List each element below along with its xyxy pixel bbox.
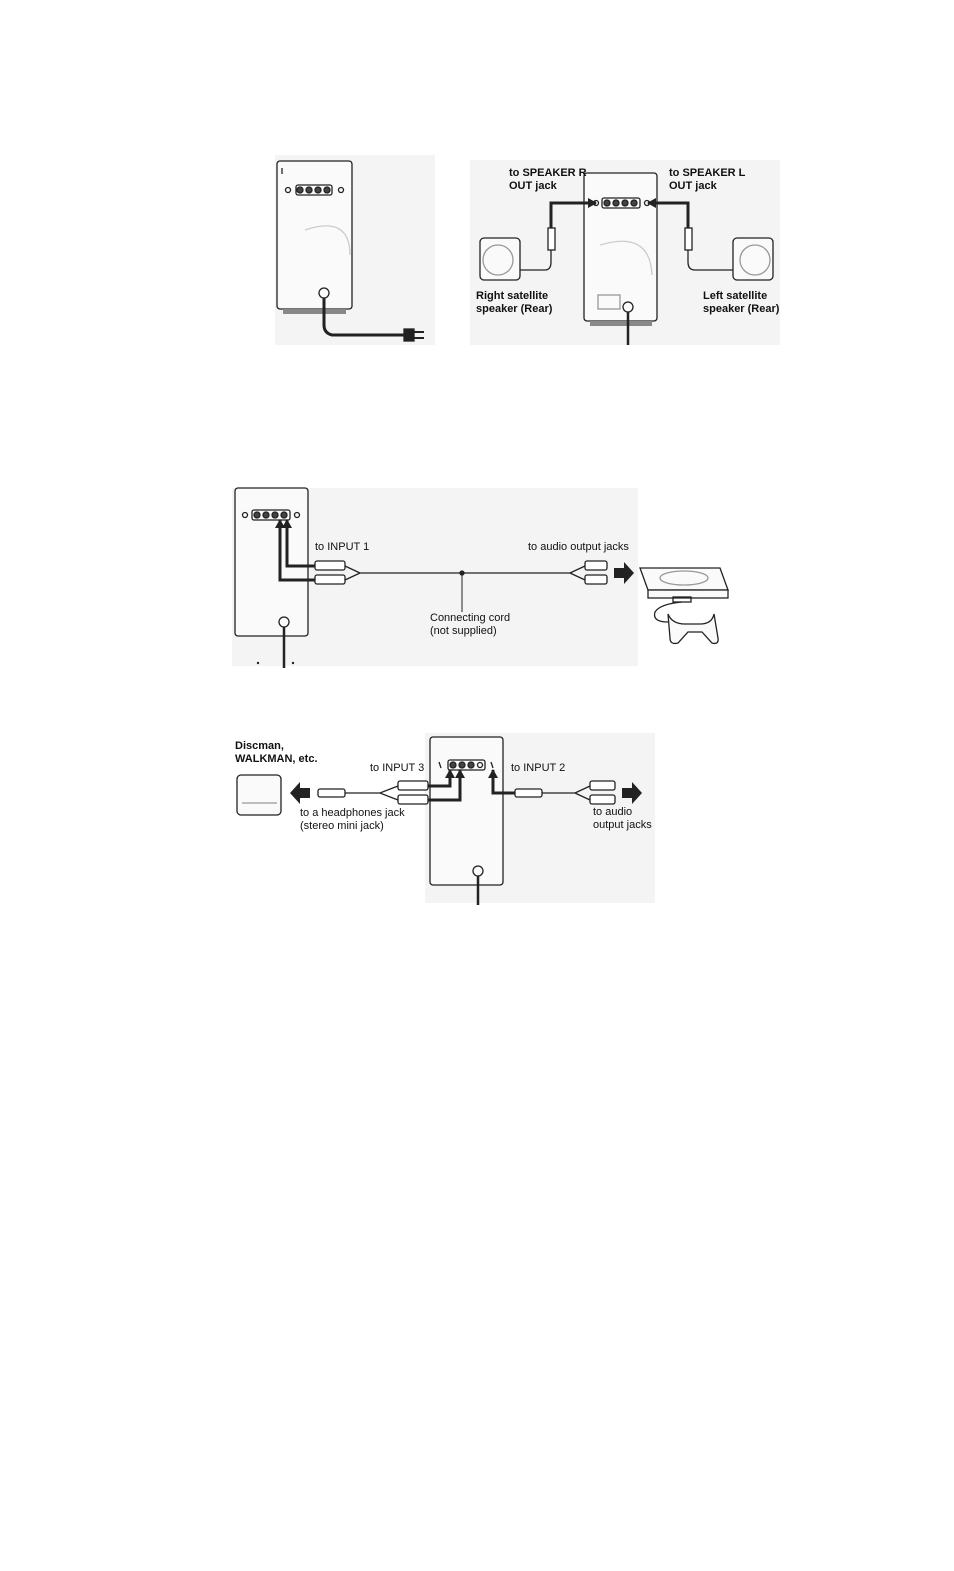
subwoofer-unit-c (430, 737, 503, 905)
audio-output-line1: to audio (593, 806, 652, 819)
speaker-r-label: to SPEAKER R OUT jack (509, 167, 587, 193)
connecting-cord-line2: (not supplied) (430, 625, 510, 638)
subwoofer-unit-a1 (277, 161, 352, 314)
subwoofer-unit-a2 (584, 173, 657, 345)
right-satellite-line1: Right satellite (476, 290, 552, 303)
connecting-cord-line1: Connecting cord (430, 612, 510, 625)
input1-cables (275, 519, 634, 612)
right-satellite-line2: speaker (Rear) (476, 303, 552, 316)
left-satellite-label: Left satellite speaker (Rear) (703, 290, 779, 316)
subwoofer-unit-b (235, 488, 308, 668)
headphones-line1: to a headphones jack (300, 807, 405, 820)
discman-line1: Discman, (235, 740, 318, 753)
game-console (640, 568, 728, 643)
headphones-line2: (stereo mini jack) (300, 820, 405, 833)
connecting-cord-label: Connecting cord (not supplied) (430, 612, 510, 638)
discman-label: Discman, WALKMAN, etc. (235, 740, 318, 766)
audio-output-line2: output jacks (593, 819, 652, 832)
input1-label: to INPUT 1 (315, 541, 369, 554)
left-satellite-speaker (647, 198, 773, 280)
discman-walkman (237, 775, 281, 815)
speaker-r-line1: to SPEAKER R (509, 167, 587, 180)
speaker-l-label: to SPEAKER L OUT jack (669, 167, 745, 193)
input2-label: to INPUT 2 (511, 762, 565, 775)
discman-line2: WALKMAN, etc. (235, 753, 318, 766)
audio-output-jacks-label: to audio output jacks (593, 806, 652, 832)
stray-mark (292, 662, 294, 664)
headphones-jack-label: to a headphones jack (stereo mini jack) (300, 807, 405, 833)
stray-mark (257, 662, 259, 664)
left-satellite-line1: Left satellite (703, 290, 779, 303)
speaker-l-line2: OUT jack (669, 180, 745, 193)
left-satellite-line2: speaker (Rear) (703, 303, 779, 316)
input3-label: to INPUT 3 (370, 762, 424, 775)
right-satellite-speaker (480, 198, 597, 280)
right-satellite-label: Right satellite speaker (Rear) (476, 290, 552, 316)
audio-output-label: to audio output jacks (528, 541, 629, 554)
speaker-l-line1: to SPEAKER L (669, 167, 745, 180)
speaker-r-line2: OUT jack (509, 180, 587, 193)
